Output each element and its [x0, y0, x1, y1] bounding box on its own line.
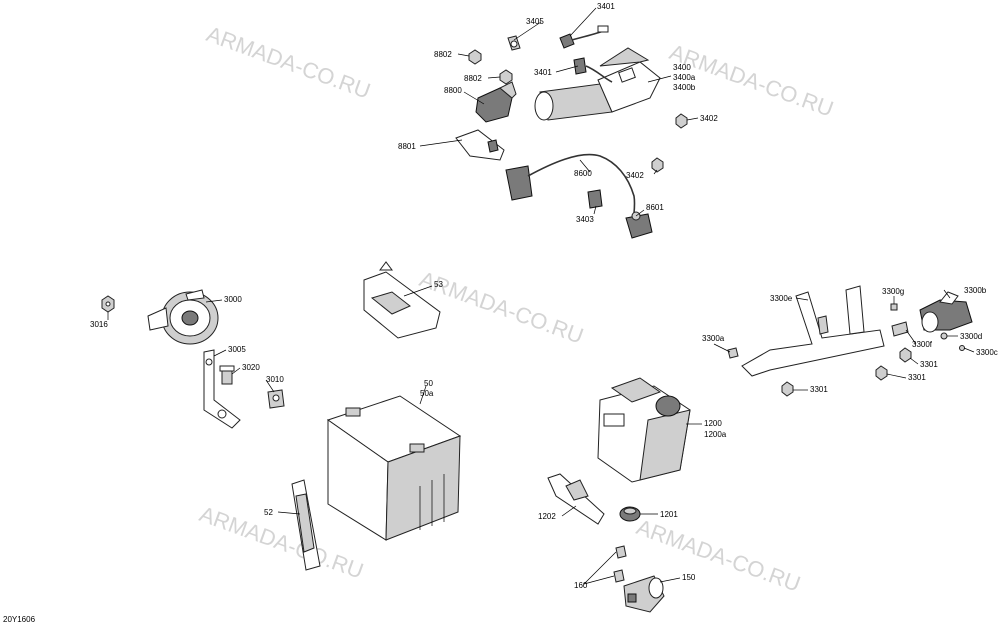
horn-3000[interactable]: [147, 289, 219, 345]
watermark-3: ARMADA-CO.RU: [416, 266, 587, 348]
callout-1200: 1200: [704, 419, 722, 428]
nut-3016[interactable]: [101, 295, 115, 313]
callout-3300b: 3300b: [964, 286, 987, 295]
callout-1201: 1201: [660, 510, 678, 519]
callout-3300g: 3300g: [882, 287, 904, 296]
callout-3402-b: 3402: [626, 171, 644, 180]
sensor-8800[interactable]: [475, 81, 517, 123]
diagram-code: 20Y1606: [3, 615, 36, 624]
bolt-160[interactable]: [613, 545, 627, 583]
callout-8802-a: 8802: [434, 50, 452, 59]
callout-8601: 8601: [646, 203, 664, 212]
bolt-3010[interactable]: [267, 389, 285, 409]
callout-labels: 3405 3401 3401 8802 8802 8800 3400 3400a…: [90, 2, 998, 590]
callout-3000: 3000: [224, 295, 242, 304]
bracket-53[interactable]: [363, 261, 441, 339]
nut-3402-b[interactable]: [651, 157, 664, 173]
callout-52: 52: [264, 508, 273, 517]
callout-3300a: 3300a: [702, 334, 725, 343]
callout-8600: 8600: [574, 169, 592, 178]
callout-3300c: 3300c: [976, 348, 998, 357]
bracket-1202[interactable]: [547, 473, 605, 525]
watermark-1: ARMADA-CO.RU: [203, 21, 374, 103]
nut-3402-a[interactable]: [675, 113, 688, 129]
connector-3401-side[interactable]: [573, 57, 613, 83]
callout-3005: 3005: [228, 345, 246, 354]
battery-group: [291, 261, 462, 571]
bracket-8801[interactable]: [455, 129, 505, 161]
nut-8802-b[interactable]: [499, 69, 513, 85]
callout-3400a: 3400a: [673, 73, 696, 82]
motor-3400[interactable]: [534, 47, 661, 121]
callout-50a: 50a: [420, 389, 434, 398]
callout-3401-side: 3401: [534, 68, 552, 77]
grommet-1201[interactable]: [619, 506, 641, 522]
callout-8800: 8800: [444, 86, 462, 95]
part-3300c[interactable]: [959, 345, 965, 351]
callout-53: 53: [434, 280, 443, 289]
screw-3300g[interactable]: [890, 303, 898, 311]
callout-3402-a: 3402: [700, 114, 718, 123]
leader-lines: [107, 7, 975, 585]
callout-3301-a: 3301: [920, 360, 938, 369]
callout-8801: 8801: [398, 142, 416, 151]
callout-8802-b: 8802: [464, 74, 482, 83]
nut-3301-b[interactable]: [875, 365, 888, 381]
watermarks: ARMADA-CO.RU ARMADA-CO.RU ARMADA-CO.RU A…: [196, 21, 837, 596]
callout-3010: 3010: [266, 375, 284, 384]
callout-150: 150: [682, 573, 696, 582]
callout-3300d: 3300d: [960, 332, 982, 341]
callout-3300e: 3300e: [770, 294, 793, 303]
connector-3401-top[interactable]: [559, 25, 609, 49]
battery-50[interactable]: [326, 395, 462, 541]
bolt-3020[interactable]: [219, 365, 235, 385]
strap-52[interactable]: [291, 479, 321, 571]
callout-3301-b: 3301: [908, 373, 926, 382]
wiper-motor-group: [455, 25, 688, 239]
callout-3020: 3020: [242, 363, 260, 372]
part-3300d[interactable]: [940, 332, 948, 340]
nut-3301-c[interactable]: [781, 381, 794, 397]
callout-3301-c: 3301: [810, 385, 828, 394]
bolt-3300a[interactable]: [727, 347, 739, 359]
callout-160: 160: [574, 581, 588, 590]
clip-3300f[interactable]: [891, 321, 909, 337]
callout-1202: 1202: [538, 512, 556, 521]
callout-3300f: 3300f: [912, 340, 933, 349]
nut-8802-a[interactable]: [468, 49, 482, 65]
nut-3301-a[interactable]: [899, 347, 912, 363]
watermark-4: ARMADA-CO.RU: [196, 501, 367, 583]
abs-module-1200[interactable]: [597, 377, 691, 483]
relay-150[interactable]: [623, 575, 665, 613]
connector-3403[interactable]: [587, 189, 603, 209]
callout-3405: 3405: [526, 17, 544, 26]
callout-1200a: 1200a: [704, 430, 727, 439]
horn-group: [101, 289, 285, 429]
abs-module-group: [547, 377, 691, 613]
bracket-3300e[interactable]: [741, 285, 885, 377]
callout-3403: 3403: [576, 215, 594, 224]
callout-3400b: 3400b: [673, 83, 696, 92]
switch-bracket-group: [727, 285, 973, 397]
harness-8600[interactable]: [505, 153, 653, 239]
callout-50: 50: [424, 379, 433, 388]
bolt-3405[interactable]: [507, 35, 521, 51]
callout-3400: 3400: [673, 63, 691, 72]
bracket-3005[interactable]: [203, 349, 241, 429]
callout-3016: 3016: [90, 320, 108, 329]
switch-3300b[interactable]: [919, 291, 973, 333]
callout-3401-top: 3401: [597, 2, 615, 11]
